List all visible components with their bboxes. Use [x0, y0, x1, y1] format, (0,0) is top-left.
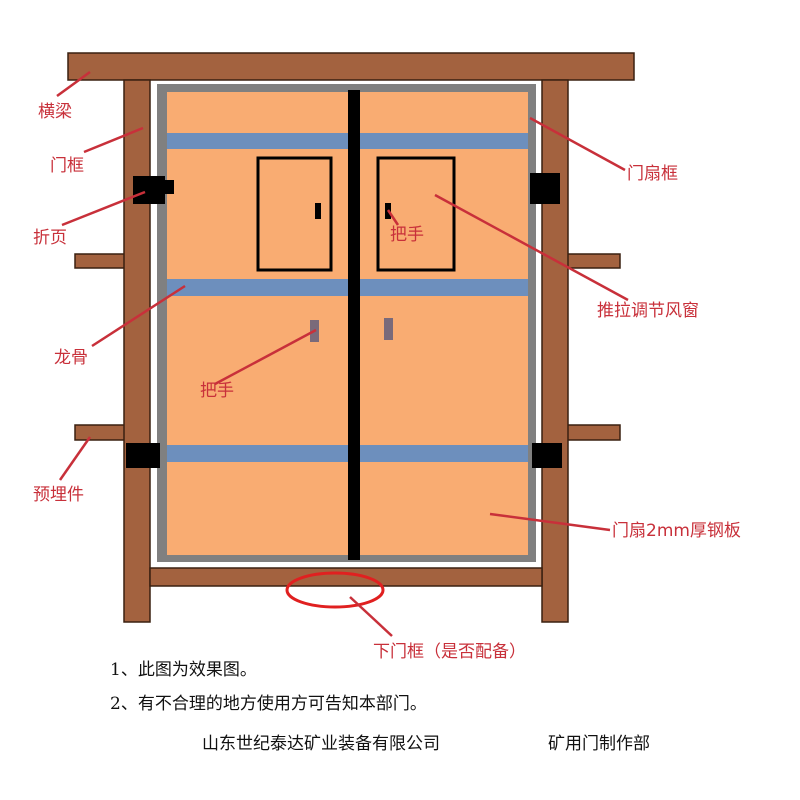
- leader-handle-upper: [386, 209, 400, 226]
- leader-leaf-plate: [489, 512, 611, 532]
- leader-hinge: [61, 190, 146, 227]
- label-crossbeam: 横梁: [38, 102, 72, 122]
- embedded-part-right-top: [566, 253, 621, 269]
- hinge-left-bottom: [126, 443, 160, 468]
- label-handle-lower: 把手: [200, 381, 234, 401]
- vent-handle-left: [315, 203, 321, 219]
- keel-bottom: [167, 445, 528, 462]
- label-keel: 龙骨: [54, 348, 88, 368]
- embedded-part-right-bottom: [566, 424, 621, 441]
- door-frame-left: [123, 79, 151, 623]
- keel-middle: [167, 279, 528, 296]
- leader-sliding-vent: [434, 193, 629, 302]
- door-frame-right: [541, 79, 569, 623]
- label-leaf-frame: 门扇框: [627, 164, 678, 184]
- label-door-frame: 门框: [50, 156, 84, 176]
- label-sliding-vent: 推拉调节风窗: [597, 301, 699, 321]
- leader-door-frame: [83, 126, 144, 154]
- note-1: 1、此图为效果图。: [110, 660, 257, 680]
- embedded-part-left-top: [74, 253, 126, 269]
- label-hinge: 折页: [33, 228, 67, 248]
- note-2: 2、有不合理的地方使用方可告知本部门。: [110, 694, 427, 714]
- bottom-frame-highlight: [285, 571, 385, 609]
- sliding-vent-right: [376, 156, 456, 272]
- label-handle-upper: 把手: [390, 225, 424, 245]
- label-leaf-plate: 门扇2mm厚钢板: [612, 521, 741, 541]
- hinge-left-top: [133, 176, 165, 204]
- leader-lines: [56, 70, 629, 637]
- leader-leaf-frame: [529, 116, 626, 172]
- leader-embedded-part: [58, 436, 92, 481]
- footer-company: 山东世纪泰达矿业装备有限公司: [202, 734, 440, 754]
- label-bottom-frame: 下门框（是否配备）: [373, 642, 526, 662]
- leader-bottom-frame: [349, 596, 393, 637]
- leader-handle-lower: [214, 328, 317, 386]
- leader-keel: [91, 284, 186, 348]
- embedded-part-left-bottom: [74, 424, 126, 441]
- sliding-vent-left: [256, 156, 333, 272]
- center-seal-bar: [348, 90, 360, 560]
- hinge-right-bottom: [532, 443, 562, 468]
- hinge-left-top-tab: [165, 180, 174, 194]
- leader-crossbeam: [56, 70, 91, 98]
- bottom-frame: [149, 567, 543, 587]
- label-embedded-part: 预埋件: [33, 485, 84, 505]
- hinge-right-top: [530, 173, 560, 204]
- keel-top: [167, 133, 528, 149]
- door-handle-right: [384, 318, 393, 340]
- crossbeam: [67, 52, 635, 81]
- footer-department: 矿用门制作部: [548, 734, 650, 754]
